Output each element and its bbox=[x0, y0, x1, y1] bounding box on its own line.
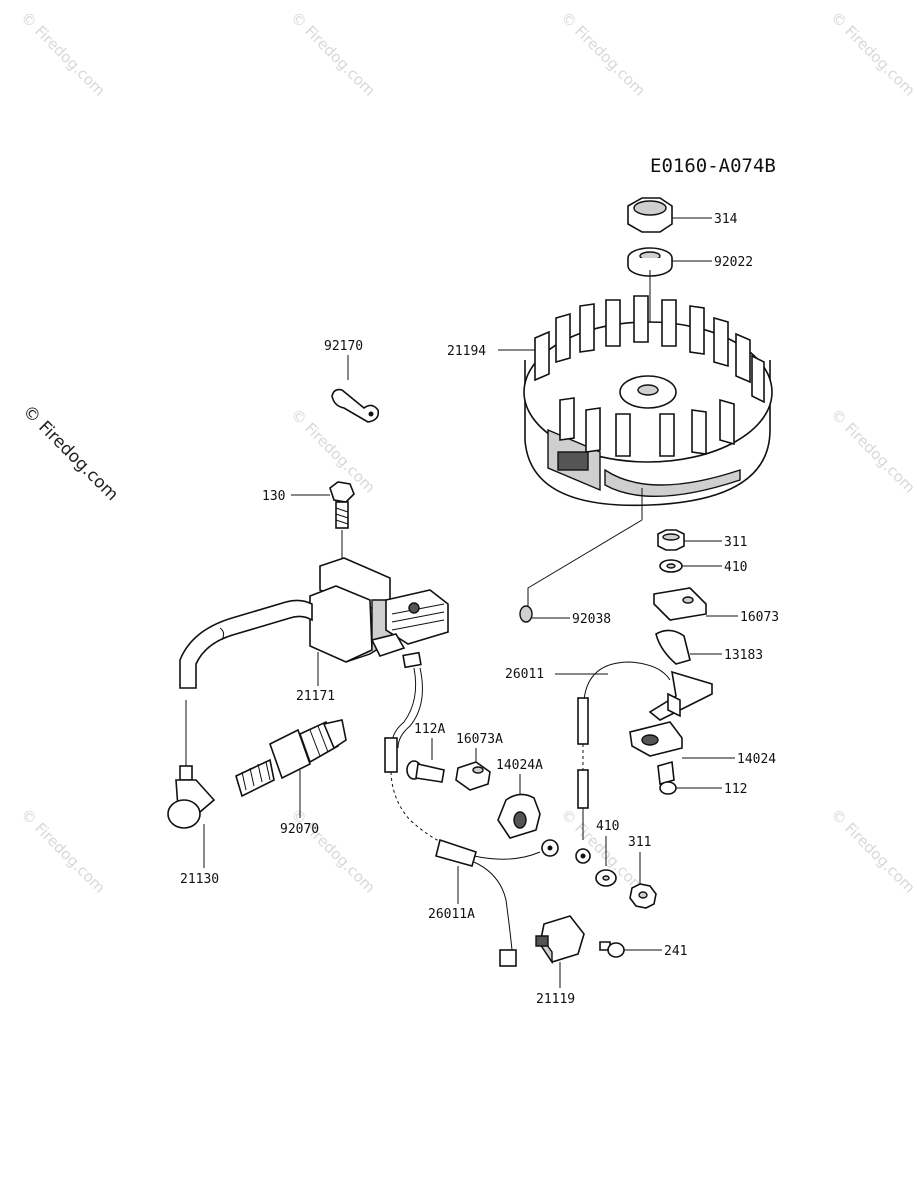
nut-311-lower bbox=[629, 852, 657, 909]
bolt-112 bbox=[657, 760, 722, 795]
watermark-3: © Firedog.com bbox=[557, 8, 649, 100]
screw-241 bbox=[599, 941, 662, 958]
label-21119: 21119 bbox=[536, 992, 575, 1007]
label-26011: 26011 bbox=[505, 667, 544, 682]
part-labels: 314 92022 21194 92170 130 311 410 92038 … bbox=[180, 212, 779, 1007]
bolt-112A bbox=[406, 738, 445, 783]
nut-311-upper bbox=[657, 529, 722, 551]
clip-92170 bbox=[331, 355, 380, 423]
label-314: 314 bbox=[714, 212, 738, 227]
label-112: 112 bbox=[724, 782, 747, 797]
watermark-2: © Firedog.com bbox=[287, 8, 379, 100]
label-92022: 92022 bbox=[714, 255, 753, 270]
washer-92022 bbox=[627, 247, 712, 277]
ignition-coil-21171 bbox=[179, 557, 449, 768]
label-21194: 21194 bbox=[447, 344, 486, 359]
watermark-7: © Firedog.com bbox=[827, 405, 917, 497]
watermark-main: © Firedog.com bbox=[18, 401, 122, 505]
flywheel-21194 bbox=[498, 295, 773, 507]
label-13183: 13183 bbox=[724, 648, 763, 663]
label-241: 241 bbox=[664, 944, 687, 959]
plate-16073 bbox=[653, 587, 738, 621]
spark-plug-92070 bbox=[235, 719, 347, 818]
diagram-code: E0160-A074B bbox=[650, 155, 776, 177]
label-112A: 112A bbox=[414, 722, 445, 737]
label-311-upper: 311 bbox=[724, 535, 747, 550]
flywheel-fins bbox=[534, 295, 765, 457]
label-14024A: 14024A bbox=[496, 758, 543, 773]
label-311-lower: 311 bbox=[628, 835, 651, 850]
lead-26011A bbox=[435, 838, 559, 967]
key-leader-2 bbox=[527, 519, 643, 606]
watermark-4: © Firedog.com bbox=[827, 8, 917, 100]
key-92038 bbox=[519, 605, 570, 623]
washer-410-lower bbox=[595, 836, 617, 887]
label-410-upper: 410 bbox=[724, 560, 747, 575]
bracket-13183 bbox=[655, 629, 722, 665]
bolt-130 bbox=[291, 481, 355, 560]
label-26011A: 26011A bbox=[428, 907, 475, 922]
coil-ground-wire bbox=[384, 651, 447, 845]
watermark-11: © Firedog.com bbox=[827, 805, 917, 897]
label-16073: 16073 bbox=[740, 610, 779, 625]
label-16073A: 16073A bbox=[456, 732, 503, 747]
washer-410-upper bbox=[659, 559, 722, 573]
label-92170: 92170 bbox=[324, 339, 363, 354]
nut-16073A bbox=[455, 748, 491, 791]
plug-cap-21130 bbox=[167, 765, 216, 868]
label-92070: 92070 bbox=[280, 822, 319, 837]
watermark-9: © Firedog.com bbox=[287, 805, 379, 897]
bracket-14024A bbox=[497, 774, 541, 839]
lead-26011 bbox=[555, 661, 671, 864]
label-14024: 14024 bbox=[737, 752, 776, 767]
label-410-lower: 410 bbox=[596, 819, 619, 834]
label-130: 130 bbox=[262, 489, 285, 504]
label-92038: 92038 bbox=[572, 612, 611, 627]
label-21130: 21130 bbox=[180, 872, 219, 887]
switch-21119 bbox=[535, 915, 585, 988]
label-21171: 21171 bbox=[296, 689, 335, 704]
watermark-1: © Firedog.com bbox=[17, 8, 109, 100]
nut-314 bbox=[627, 197, 712, 233]
watermark-8: © Firedog.com bbox=[17, 805, 109, 897]
watermarks: © Firedog.com © Firedog.com © Firedog.co… bbox=[17, 8, 917, 897]
switch-plate bbox=[629, 670, 735, 759]
